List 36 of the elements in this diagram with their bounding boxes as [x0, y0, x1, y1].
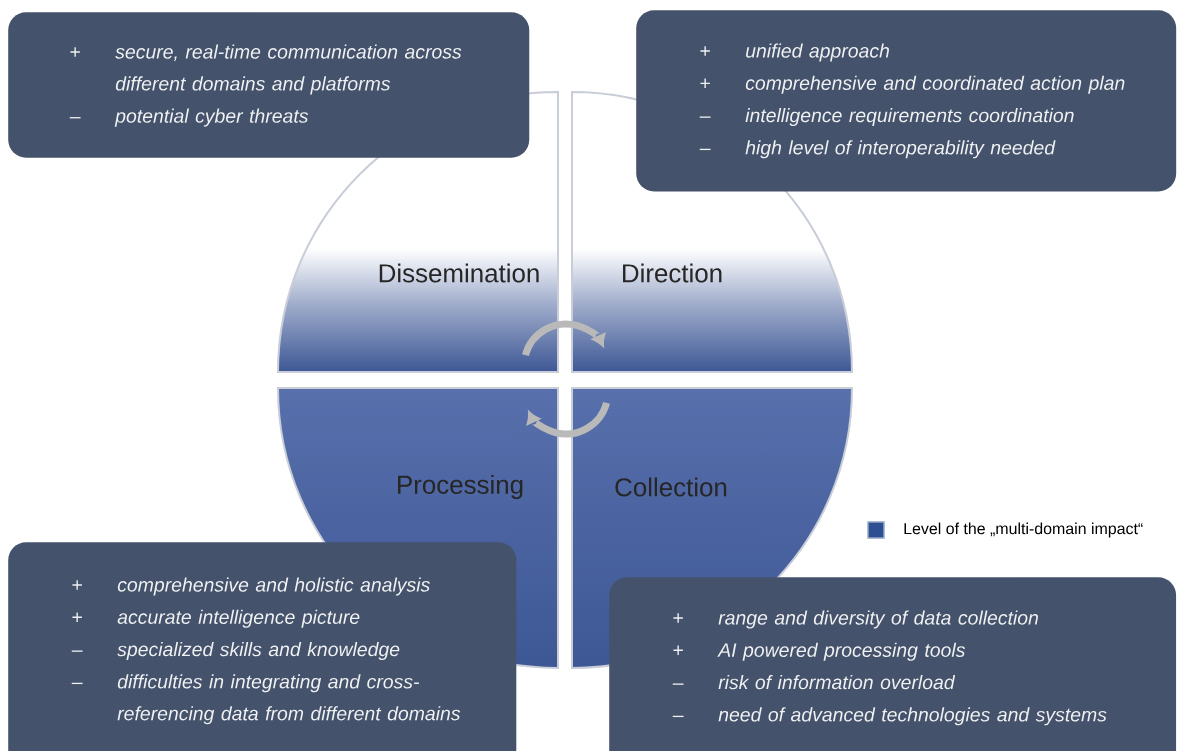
text-panel — [636, 10, 1177, 192]
quadrant-label: Direction — [623, 263, 722, 283]
bullet-text: difficulties in integrating and cross-referencing data from different domains — [117, 674, 461, 725]
bullet-text: potential cyber threats — [114, 108, 309, 127]
quadrant-label: Dissemination — [379, 263, 539, 283]
bullet-sign: + — [700, 78, 710, 89]
bullet-text: high level of interoperability needed — [745, 140, 1056, 159]
bullet-sign: + — [673, 613, 683, 623]
bullet-text: intelligence requirements coordination — [745, 108, 1074, 127]
bullet-sign: – — [699, 148, 711, 151]
bullet-sign: – — [71, 682, 83, 685]
quadrant-label: Collection — [615, 477, 727, 497]
quadrant-label: Processing — [398, 474, 523, 500]
bullet-sign: – — [672, 715, 684, 718]
bullet-sign: – — [699, 116, 711, 118]
bullet-text: AI powered processing tools — [717, 642, 966, 661]
bullet-sign: – — [672, 683, 684, 685]
bullet-sign: + — [72, 580, 82, 590]
bullet-text: comprehensive and coordinated action plan — [745, 75, 1125, 94]
bullet-sign: + — [673, 645, 683, 656]
bullet-text: specialized skills and knowledge — [117, 642, 400, 661]
bullet-text: range and diversity of data collection — [718, 610, 1038, 629]
bullet-sign: + — [700, 46, 710, 56]
bullet-text: need of advanced technologies and systems — [718, 707, 1107, 726]
text-panel — [609, 577, 1177, 751]
bullet-text: accurate intelligence picture — [117, 609, 360, 628]
text-panel — [8, 12, 530, 158]
bullet-text: unified approach — [746, 43, 889, 62]
bullet-sign: – — [71, 650, 83, 652]
legend-text: Level of the „multi-domain impact“ — [904, 522, 1143, 538]
bullet-text: comprehensive and holistic analysis — [117, 577, 430, 596]
bullet-text: risk of information overload — [718, 675, 956, 690]
bullet-sign: + — [70, 47, 80, 57]
bullet-sign: – — [69, 117, 81, 119]
bullet-sign: + — [72, 612, 82, 623]
text-panel — [8, 542, 517, 751]
